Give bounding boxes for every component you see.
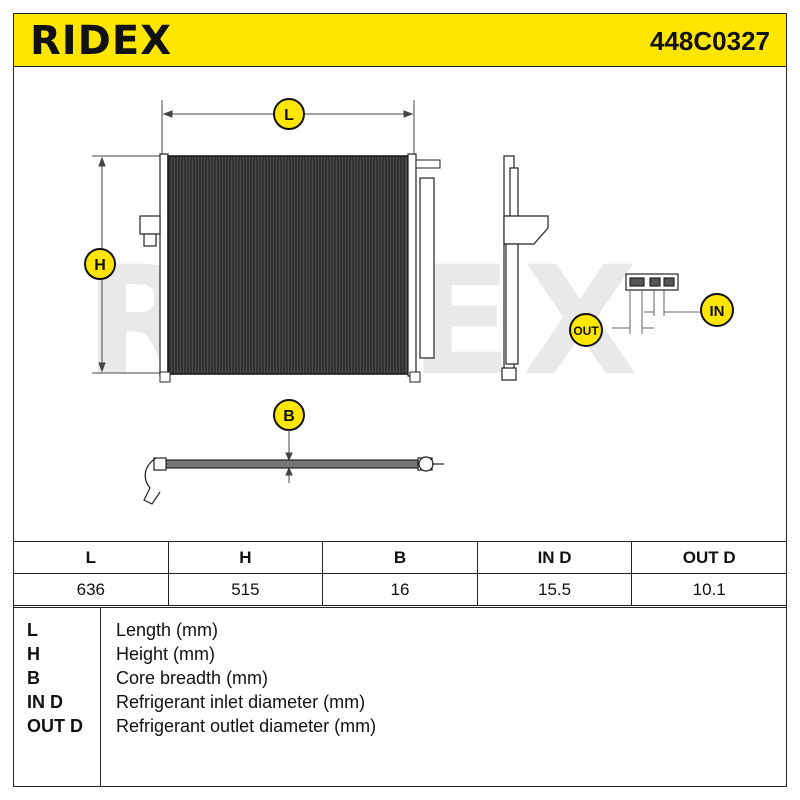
length-badge: L — [273, 98, 305, 130]
legend-divider — [100, 608, 101, 786]
header-cell: H — [167, 541, 324, 574]
dimensions-table: L H B IN D OUT D 636 515 16 15.5 10.1 — [13, 541, 787, 606]
legend-desc: Refrigerant outlet diameter (mm) — [116, 716, 377, 736]
legend-abbr: B — [27, 668, 40, 688]
legend-abbr: IN D — [27, 692, 63, 712]
legend-abbr: H — [27, 644, 40, 664]
legend-item: H Height (mm) — [14, 644, 788, 668]
legend-desc: Refrigerant inlet diameter (mm) — [116, 692, 366, 712]
svg-text:OUT: OUT — [573, 324, 599, 338]
legend-item: OUT D Refrigerant outlet diameter (mm) — [14, 716, 788, 740]
header-cell: B — [322, 541, 478, 574]
height-badge: H — [84, 248, 116, 280]
legend-box: L Length (mm) H Height (mm) B Core bread… — [13, 607, 787, 787]
value-cell: 10.1 — [631, 573, 787, 606]
header-bar: RIDEX 448C0327 — [13, 13, 787, 67]
value-cell: 15.5 — [476, 573, 633, 606]
value-cell: 16 — [322, 573, 478, 606]
legend-desc: Core breadth (mm) — [116, 668, 269, 688]
svg-text:H: H — [94, 257, 106, 274]
dimensions-value-row: 636 515 16 15.5 10.1 — [13, 573, 787, 606]
legend-abbr: OUT D — [27, 716, 83, 736]
legend-desc: Height (mm) — [116, 644, 216, 664]
inlet-badge: IN — [700, 293, 734, 327]
brand-logo: RIDEX — [30, 18, 173, 64]
value-cell: 636 — [13, 573, 169, 606]
breadth-badge: B — [273, 399, 305, 431]
legend-item: L Length (mm) — [14, 620, 788, 644]
legend-abbr: L — [27, 620, 38, 640]
condenser-fins — [169, 157, 405, 373]
header-cell: IN D — [476, 541, 633, 574]
dimensions-header-row: L H B IN D OUT D — [13, 541, 787, 574]
svg-text:L: L — [284, 107, 294, 124]
condenser-front-view — [139, 153, 441, 383]
condenser-top-view — [143, 456, 444, 505]
legend-item: IN D Refrigerant inlet diameter (mm) — [14, 692, 788, 716]
legend-desc: Length (mm) — [116, 620, 219, 640]
condenser-side-view — [501, 155, 549, 381]
condenser-diagram: RIDEX L H — [84, 98, 734, 505]
breadth-dimension — [285, 430, 293, 483]
connection-detail — [612, 273, 700, 334]
part-number: 448C0327 — [650, 26, 770, 56]
svg-text:IN: IN — [710, 303, 725, 320]
header-cell: L — [13, 541, 169, 574]
outlet-badge: OUT — [569, 313, 603, 347]
svg-text:B: B — [283, 408, 295, 425]
value-cell: 515 — [167, 573, 324, 606]
header-cell: OUT D — [631, 541, 787, 574]
legend-item: B Core breadth (mm) — [14, 668, 788, 692]
